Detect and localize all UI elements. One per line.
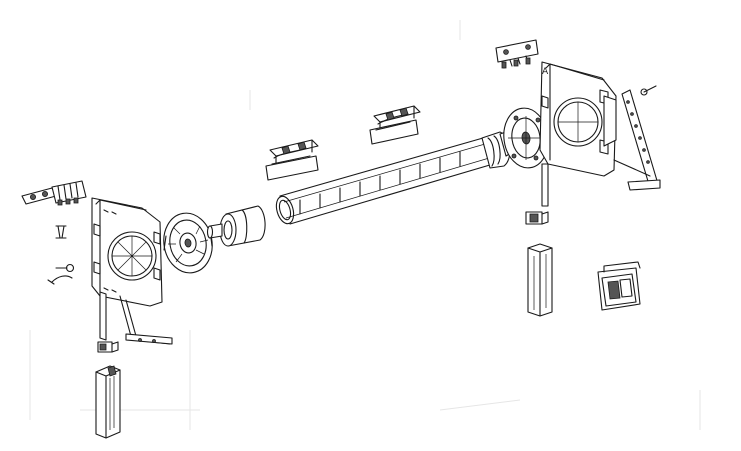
- left-end-plate: [91, 197, 173, 345]
- right-bracket-clip: [495, 39, 539, 69]
- wall-switch: [597, 261, 641, 311]
- background-ghost-lines: [29, 20, 701, 430]
- right-slat-hanger: [369, 105, 421, 145]
- roller-tube: [275, 135, 501, 225]
- left-bracket-clip: [21, 180, 87, 206]
- endcap-mark-label: A: [542, 67, 549, 77]
- right-rail-clip: [525, 211, 549, 225]
- right-guide-rail: [527, 243, 553, 317]
- right-end-plate: A: [539, 61, 617, 177]
- tube-plug: [206, 205, 266, 247]
- left-screws: [47, 263, 75, 285]
- left-slat-hanger: [265, 139, 319, 181]
- left-spacer: [55, 225, 67, 239]
- left-bearing-disc: [163, 212, 213, 274]
- adjusting-strap: [613, 85, 661, 191]
- right-mounting-disc: [503, 107, 549, 207]
- left-rail-clip: [97, 341, 119, 353]
- left-guide-rail: [95, 365, 121, 439]
